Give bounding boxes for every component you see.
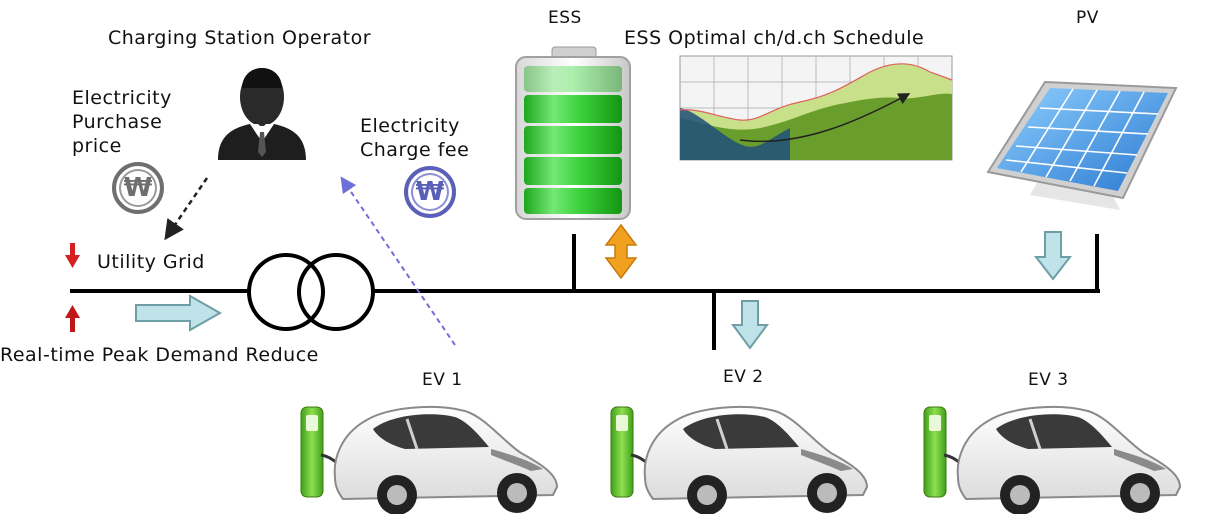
won-currency-icon: ₩ (404, 166, 456, 218)
solar-panel-icon (986, 80, 1178, 210)
pv-label: PV (1076, 8, 1099, 28)
bidirectional-arrow-icon (604, 223, 638, 280)
down-arrow-icon (65, 243, 80, 268)
ev2-label: EV 2 (723, 367, 764, 387)
ess-schedule-label: ESS Optimal ch/d.ch Schedule (624, 27, 925, 49)
operator-label: Charging Station Operator (108, 27, 372, 49)
charger-icon (923, 406, 971, 498)
peak-demand-label: Real-time Peak Demand Reduce (0, 344, 319, 366)
dashed-arrow-ev-to-operator (340, 176, 456, 346)
charge-fee-label-line2: Charge fee (360, 139, 470, 161)
ess-schedule-chart (662, 50, 962, 172)
purchase-price-label-line3: price (72, 135, 122, 157)
up-arrow-icon (65, 305, 80, 332)
utility-grid-label: Utility Grid (97, 251, 205, 273)
ev1-label: EV 1 (422, 370, 463, 390)
purchase-price-label-line2: Purchase (72, 111, 163, 133)
purchase-price-label-line1: Electricity (72, 87, 172, 109)
ev-down-arrow-icon (731, 300, 769, 350)
ev-station-2 (610, 405, 869, 514)
electric-car-icon (333, 405, 559, 514)
electric-car-icon (643, 405, 869, 514)
dashed-arrow-operator-to-grid (164, 177, 209, 241)
electric-car-icon (956, 405, 1182, 514)
won-currency-icon: ₩ (112, 162, 164, 214)
person-icon (218, 68, 306, 160)
power-flow-right-arrow-icon (135, 294, 223, 332)
transformer-icon (247, 253, 375, 331)
ess-label: ESS (548, 8, 582, 28)
battery-icon (515, 46, 631, 220)
pv-down-arrow-icon (1033, 231, 1073, 281)
charge-fee-label-line1: Electricity (360, 115, 460, 137)
ev3-label: EV 3 (1028, 370, 1069, 390)
ev-station-3 (923, 405, 1182, 514)
ev-station-1 (300, 405, 559, 514)
power-bus (70, 234, 1100, 350)
